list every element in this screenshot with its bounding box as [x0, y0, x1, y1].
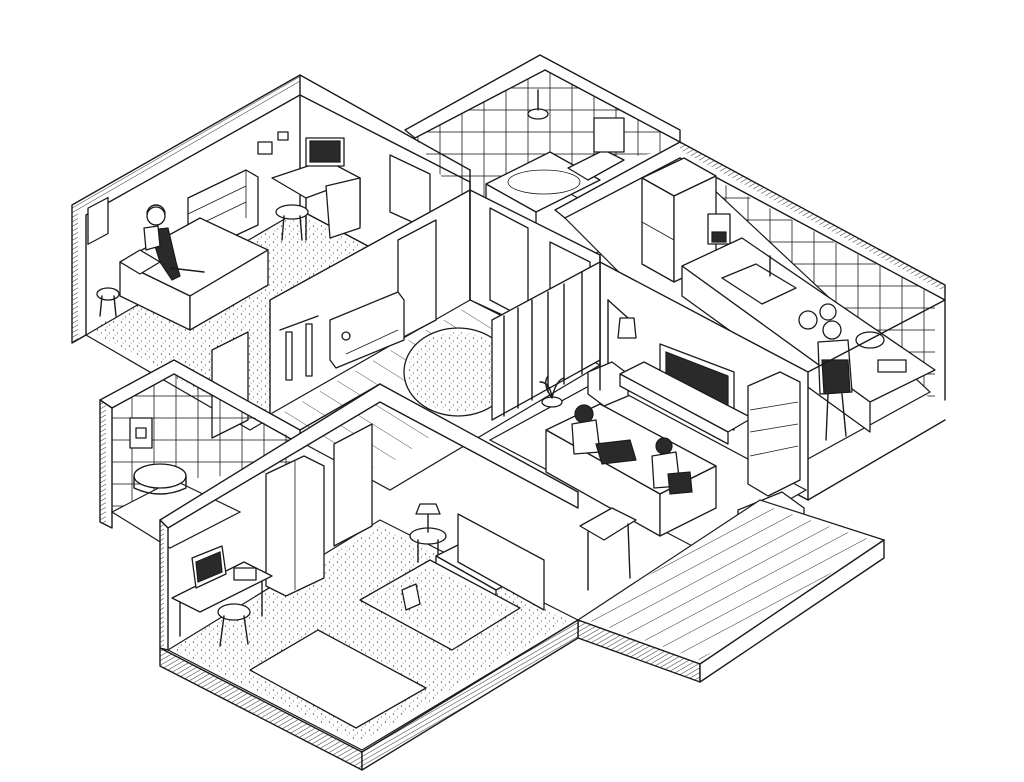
- wall-outlines: [299, 181, 946, 501]
- lower-bedroom: [159, 383, 580, 771]
- living-room: [488, 261, 809, 567]
- balcony: [576, 499, 886, 683]
